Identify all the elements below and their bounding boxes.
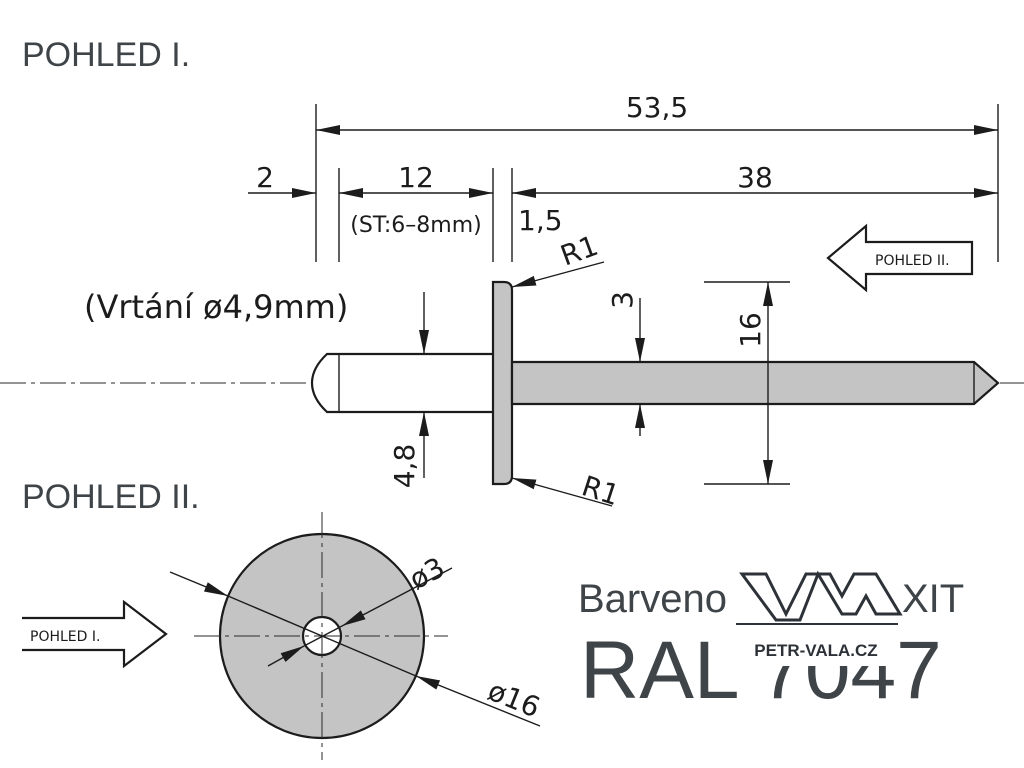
- rivet-profile: [310, 280, 1000, 486]
- dim-mandrel-length: 38: [512, 161, 998, 198]
- rivet-head: [491, 280, 514, 486]
- dim-radius-bottom-label: R1: [578, 469, 624, 512]
- view-1-title: POHLED I.: [22, 36, 190, 74]
- color-note-suffix: XIT: [902, 577, 964, 621]
- dim-grip-length: 12 (ST:6–8mm): [339, 161, 493, 238]
- rivet-sleeve: [310, 352, 493, 414]
- dim-head-offset: 2: [248, 161, 316, 198]
- dim-head-diameter-label: ø16: [483, 674, 544, 724]
- dim-grip-length-label: 12: [398, 161, 434, 194]
- petr-vala-logo: PETR-VALA.CZ: [732, 568, 903, 666]
- dim-mandrel-diameter: 3: [606, 291, 645, 436]
- dim-radius-top-label: R1: [556, 229, 602, 273]
- dim-radius-top: R1: [511, 229, 605, 288]
- dim-radius-bottom: R1: [511, 469, 624, 512]
- view-2-arrow-label: POHLED II.: [875, 253, 950, 269]
- dim-head-height-label: 16: [734, 312, 767, 348]
- logo-text: PETR-VALA.CZ: [754, 641, 877, 660]
- view-2-title: POHLED II.: [22, 478, 200, 516]
- dim-mandrel-length-label: 38: [737, 161, 773, 194]
- view-2-direction-arrow: POHLED II.: [826, 223, 974, 293]
- dim-head-offset-label: 2: [256, 161, 274, 194]
- logo-mark: [739, 570, 903, 622]
- dim-total-length-label: 53,5: [626, 91, 688, 124]
- dim-total-length: 53,5: [316, 91, 998, 135]
- rivet-mandrel: [510, 360, 1000, 406]
- color-note-text: Barveno: [578, 577, 727, 621]
- dim-head-thickness-label: 1,5: [518, 204, 563, 237]
- dim-body-diameter-label: 4,8: [388, 444, 421, 489]
- view-1-direction-arrow: POHLED I.: [22, 599, 168, 669]
- dim-mandrel-diameter-label: 3: [606, 291, 639, 309]
- dim-body-diameter: 4,8: [388, 292, 429, 489]
- dim-grip-range-label: (ST:6–8mm): [350, 213, 481, 238]
- view-1-arrow-label: POHLED I.: [30, 629, 100, 645]
- dim-head-height: 16: [734, 282, 773, 484]
- drill-note: (Vrtání ø4,9mm): [84, 288, 348, 326]
